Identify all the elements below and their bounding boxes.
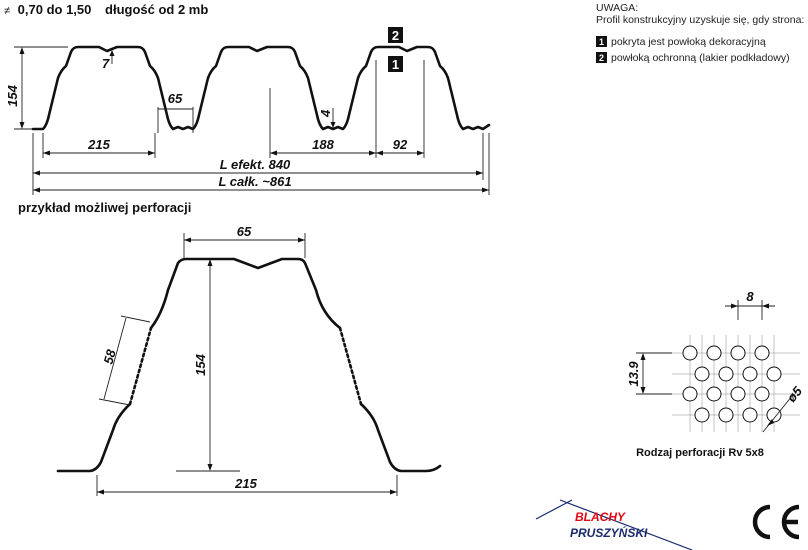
flat-arrow-left bbox=[376, 150, 383, 156]
side-marker-1-num: 1 bbox=[392, 57, 399, 72]
perf-top-dim-label: 65 bbox=[237, 224, 252, 239]
note-item-2-num: 2 bbox=[599, 53, 604, 63]
perforation-example: 65 154 58 215 bbox=[56, 224, 442, 496]
note-item-1-text: pokryta jest powłoką dekoracyjną bbox=[611, 36, 766, 48]
perforated-profile-top bbox=[149, 257, 342, 330]
note-subtitle: Profil konstrukcyjny uzyskuje się, gdy s… bbox=[596, 14, 804, 26]
rib-dim-label: 65 bbox=[168, 91, 183, 106]
ltotal-dim-label: L całk. ~861 bbox=[218, 174, 291, 189]
leff-arrow-left bbox=[33, 170, 40, 176]
leff-arrow-right bbox=[476, 170, 483, 176]
perforation-pattern: 8 13.9 ø5 Rodzaj perforacji Rv 5x8 bbox=[626, 289, 806, 459]
groove-dim-label: 7 bbox=[102, 56, 110, 71]
perforated-zone-left bbox=[128, 326, 153, 406]
bottom-rib-arrow bbox=[330, 122, 336, 128]
pitch-arrow-left bbox=[270, 150, 277, 156]
note-item-1-badge bbox=[596, 36, 607, 47]
pattern-row-arrow-bottom bbox=[640, 387, 646, 394]
perf-slant-dim-line bbox=[103, 317, 127, 400]
thickness-range: 0,70 do 1,50 bbox=[17, 2, 92, 17]
side-marker-2-num: 2 bbox=[392, 28, 399, 43]
bottom-rib-label: 4 bbox=[318, 109, 333, 118]
ce-mark-c bbox=[752, 504, 771, 540]
perforated-profile-right bbox=[359, 402, 442, 473]
trapezoid-profile-line bbox=[31, 45, 491, 131]
length-info: długość od 2 mb bbox=[105, 2, 209, 17]
pattern-pitch-arrow-left bbox=[731, 303, 738, 309]
perf-bottom-arrow-right bbox=[390, 489, 397, 495]
perf-top-arrow-left bbox=[184, 237, 191, 243]
perf-slant-dim-label: 58 bbox=[101, 347, 119, 366]
width-arrow-left bbox=[43, 150, 50, 156]
pitch-arrow-right bbox=[369, 150, 376, 156]
note-block: UWAGA: Profil konstrukcyjny uzyskuje się… bbox=[596, 2, 804, 64]
height-arrow-bottom bbox=[19, 122, 25, 129]
perf-bottom-dim-label: 215 bbox=[234, 476, 257, 491]
pattern-row-arrow-top bbox=[640, 353, 646, 360]
pattern-pitch-label: 8 bbox=[746, 289, 754, 304]
ltotal-arrow-left bbox=[33, 187, 40, 193]
logo-line-2: PRUSZYŃSKI bbox=[570, 525, 648, 540]
width-dim-label: 215 bbox=[87, 137, 110, 152]
profile-drawing: 7 154 65 4 215 188 92 bbox=[5, 27, 491, 195]
flat-dim-label: 92 bbox=[393, 137, 408, 152]
perf-slant-ext-bottom bbox=[98, 398, 131, 406]
header: ≠ 0,70 do 1,50 długość od 2 mb bbox=[4, 2, 208, 17]
side-marker-2 bbox=[388, 27, 403, 43]
width-arrow-right bbox=[148, 150, 155, 156]
perf-height-arrow-bottom bbox=[207, 464, 213, 471]
perf-top-arrow-right bbox=[298, 237, 305, 243]
logo-swoosh-right bbox=[559, 499, 693, 550]
perf-bottom-arrow-left bbox=[97, 489, 104, 495]
note-item-2-badge bbox=[596, 52, 607, 63]
ltotal-arrow-right bbox=[482, 187, 489, 193]
perf-height-arrow-top bbox=[207, 259, 213, 266]
note-item-1-num: 1 bbox=[599, 37, 604, 47]
perforated-profile-left bbox=[56, 402, 132, 473]
perf-height-dim-label: 154 bbox=[193, 353, 208, 375]
perforated-zone-right bbox=[338, 326, 363, 406]
height-dim-label: 154 bbox=[5, 84, 20, 106]
perforation-title: przykład możliwej perforacji bbox=[18, 200, 192, 215]
thickness-symbol: ≠ bbox=[4, 5, 11, 17]
logo-swoosh-left bbox=[535, 499, 573, 520]
groove-arrow bbox=[109, 50, 115, 56]
flat-arrow-right bbox=[417, 150, 424, 156]
ce-mark-e bbox=[781, 504, 800, 540]
ce-mark bbox=[752, 504, 800, 540]
pattern-holes bbox=[682, 345, 782, 423]
pattern-row-label: 13.9 bbox=[626, 361, 641, 387]
logo-line-1: BLACHY bbox=[575, 510, 626, 524]
pattern-pitch-arrow-right bbox=[762, 303, 769, 309]
pattern-caption: Rodzaj perforacji Rv 5x8 bbox=[636, 447, 764, 459]
perf-slant-ext-top bbox=[120, 315, 151, 323]
pitch-dim-label: 188 bbox=[312, 137, 334, 152]
pattern-diameter-line bbox=[762, 395, 793, 433]
leff-dim-label: L efekt. 840 bbox=[220, 157, 291, 172]
side-marker-1 bbox=[388, 56, 403, 72]
brand-logo: BLACHY PRUSZYŃSKI bbox=[535, 499, 693, 550]
note-item-2-text: powłoką ochronną (lakier podkładowy) bbox=[611, 52, 790, 64]
pattern-diameter-arrow bbox=[767, 419, 774, 426]
note-title: UWAGA: bbox=[596, 2, 638, 14]
height-arrow-top bbox=[19, 47, 25, 54]
